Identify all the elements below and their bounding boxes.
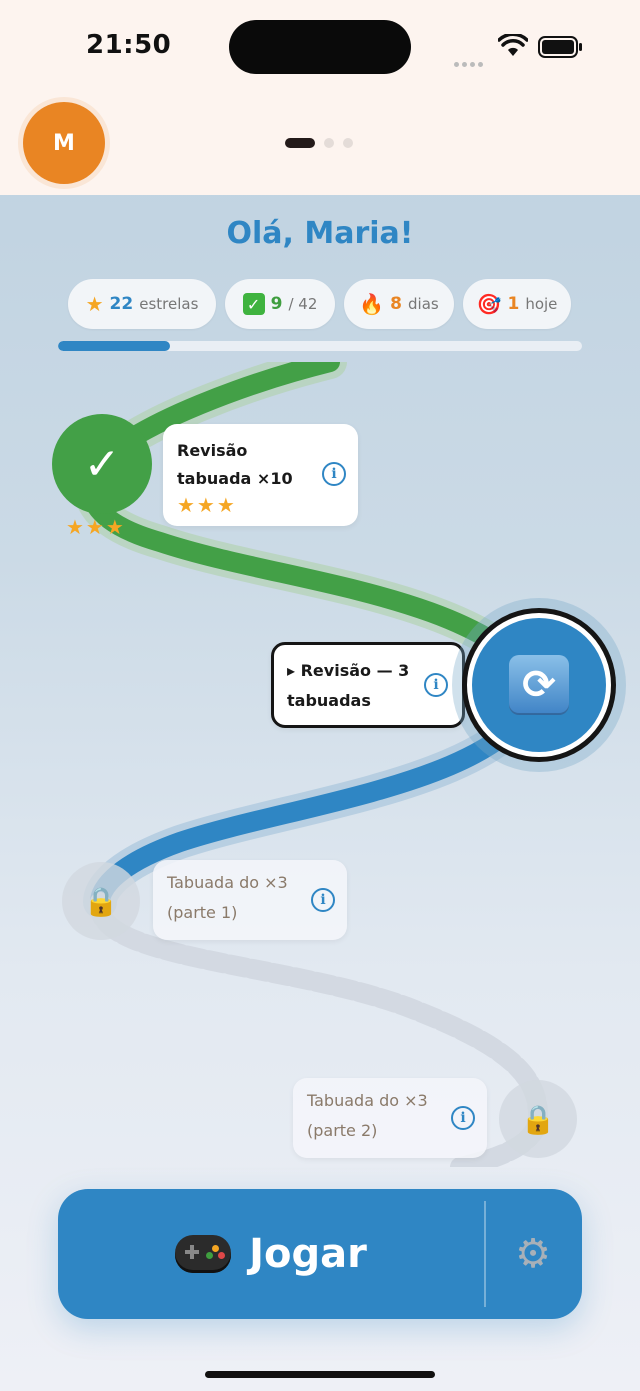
overall-progress-bar xyxy=(58,341,582,351)
stat-completed: ✓ 9 / 42 xyxy=(225,279,335,329)
avatar-initial: M xyxy=(53,130,75,156)
stat-stars-value: 22 xyxy=(109,294,134,314)
stat-streak-value: 8 xyxy=(390,294,403,314)
lock-icon: 🔒 xyxy=(83,884,119,918)
status-bar: 21:50 xyxy=(0,0,640,95)
lesson-card-locked[interactable]: Tabuada do ×3 (parte 1) i xyxy=(153,860,347,940)
lesson-node-locked[interactable]: 🔒 xyxy=(62,862,140,940)
star-icon: ★ xyxy=(85,292,104,316)
page-dot[interactable] xyxy=(324,138,334,148)
stat-stars-label: estrelas xyxy=(139,295,199,313)
wifi-icon xyxy=(498,34,528,56)
info-icon[interactable]: i xyxy=(424,673,448,697)
dynamic-island xyxy=(229,20,411,74)
lesson-title-line1: Tabuada do ×3 xyxy=(167,873,288,892)
check-icon: ✓ xyxy=(83,438,121,490)
refresh-icon: ⟳ xyxy=(509,655,569,715)
gamepad-icon xyxy=(175,1235,232,1273)
info-icon[interactable]: i xyxy=(311,888,335,912)
lesson-title-line1: ▸ Revisão — 3 xyxy=(287,661,410,680)
target-icon: 🎯 xyxy=(476,292,502,316)
fire-icon: 🔥 xyxy=(359,292,385,316)
lesson-title-line1: Revisão xyxy=(177,441,248,460)
greeting-title: Olá, Maria! xyxy=(226,216,414,251)
stat-stars: ★ 22 estrelas xyxy=(68,279,216,329)
lesson-title-line2: tabuada ×10 xyxy=(177,469,293,488)
stat-today: 🎯 1 hoje xyxy=(463,279,571,329)
stat-completed-value: 9 xyxy=(270,294,283,314)
status-icons xyxy=(454,34,584,67)
stat-today-label: hoje xyxy=(525,295,558,313)
stat-today-value: 1 xyxy=(507,294,520,314)
lesson-node-current[interactable]: ⟳ xyxy=(462,608,616,762)
lesson-stars: ★★★ xyxy=(177,493,237,517)
lesson-node-locked[interactable]: 🔒 xyxy=(499,1080,577,1158)
avatar[interactable]: M xyxy=(23,102,105,184)
lesson-card-current[interactable]: ▸ Revisão — 3 tabuadas i xyxy=(271,642,465,728)
lesson-title-line1: Tabuada do ×3 xyxy=(307,1091,428,1110)
status-time: 21:50 xyxy=(86,30,172,60)
stat-streak: 🔥 8 dias xyxy=(344,279,454,329)
info-icon[interactable]: i xyxy=(451,1106,475,1130)
play-label: Jogar xyxy=(249,1231,367,1277)
progress-fill xyxy=(58,341,171,351)
lesson-card-done[interactable]: Revisão tabuada ×10 ★★★ i xyxy=(163,424,358,526)
check-box-icon: ✓ xyxy=(242,293,265,315)
lesson-title-line2: (parte 1) xyxy=(167,903,238,922)
lesson-title-line2: (parte 2) xyxy=(307,1121,378,1140)
page-dot-active[interactable] xyxy=(285,138,315,148)
stat-completed-total: / 42 xyxy=(288,295,318,313)
lesson-card-locked[interactable]: Tabuada do ×3 (parte 2) i xyxy=(293,1078,487,1158)
page-indicator[interactable] xyxy=(285,138,353,148)
node-stars: ★★★ xyxy=(66,515,126,539)
lesson-title-line2: tabuadas xyxy=(287,691,371,710)
home-indicator[interactable] xyxy=(205,1371,435,1378)
lesson-node-current-inner: ⟳ xyxy=(472,618,606,752)
lock-icon: 🔒 xyxy=(520,1102,556,1136)
battery-icon xyxy=(538,36,582,58)
page-dot[interactable] xyxy=(343,138,353,148)
app-header: M xyxy=(0,95,640,195)
gear-icon[interactable]: ⚙ xyxy=(515,1231,551,1277)
signal-icon xyxy=(454,52,486,71)
play-divider xyxy=(484,1201,486,1307)
stat-streak-label: dias xyxy=(408,295,439,313)
play-panel: Jogar ⚙ xyxy=(58,1189,582,1319)
lesson-node-done[interactable]: ✓ xyxy=(52,414,152,514)
lesson-path: ✓ ★★★ Revisão tabuada ×10 ★★★ i ▸ Revisã… xyxy=(0,362,640,1167)
info-icon[interactable]: i xyxy=(322,462,346,486)
play-button[interactable]: Jogar xyxy=(58,1189,484,1319)
